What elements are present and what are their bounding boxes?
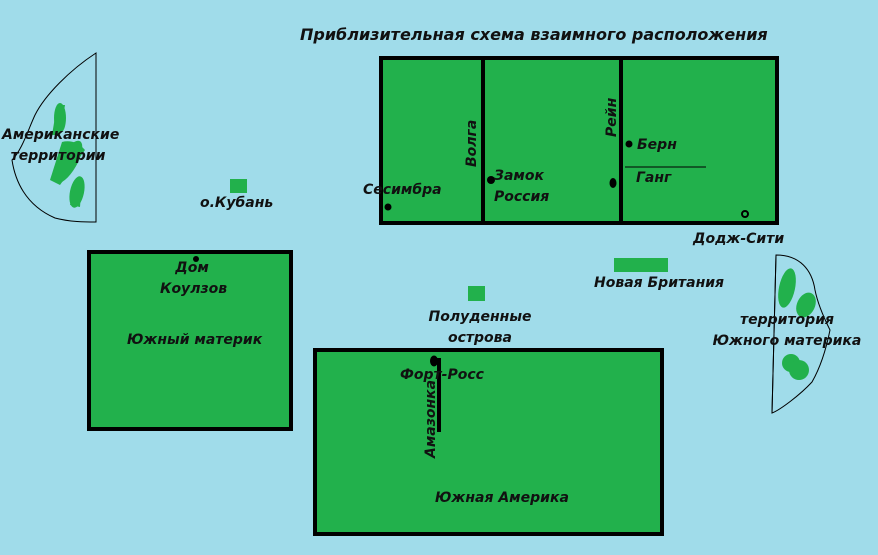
- noon-islands-label: Полуденные острова: [428, 309, 532, 346]
- new-britain-label: Новая Британия: [594, 275, 725, 291]
- american-territories-label: Американские территории: [2, 127, 120, 164]
- russia-castle-dot: [487, 176, 495, 184]
- south-mainland-territories-land-4: [789, 360, 809, 380]
- south-mainland-territories-label: территория Южного материка: [712, 312, 862, 349]
- south-mainland-territories-edge: [771, 254, 777, 414]
- kuban-island: [230, 179, 247, 193]
- kuban-label: о.Кубань: [200, 195, 274, 211]
- south-america-label: Южная Америка: [435, 490, 569, 506]
- coulson-house-label: Дом Коулзов: [160, 260, 228, 297]
- american-territories-land-2b: [53, 140, 83, 184]
- south-mainland-territories-land-2: [796, 292, 816, 318]
- coulson-house-dot: [193, 256, 199, 262]
- rhine-label: Рейн: [604, 97, 620, 137]
- american-territories-land-1b: [54, 103, 66, 133]
- ganges-label: Ганг: [636, 170, 672, 186]
- ganges-dot: [609, 178, 617, 188]
- american-territories-land-3b: [69, 176, 85, 208]
- noon-islands: [468, 286, 485, 301]
- american-territories-outline: [11, 52, 97, 223]
- dodge-city-label: Додж-Сити: [693, 231, 785, 247]
- volga-label: Волга: [464, 119, 480, 167]
- south-mainland-label: Южный материк: [127, 332, 263, 348]
- bern-dot: [625, 140, 633, 148]
- sesimbra-dot: [384, 203, 392, 211]
- amazon-label: Амазонка: [423, 379, 439, 458]
- south-america: [313, 348, 664, 536]
- map-title: Приблизительная схема взаимного располож…: [300, 25, 768, 44]
- dodge-city-dot: [741, 210, 749, 218]
- russia-castle-label: Замок Россия: [494, 168, 550, 205]
- south-mainland-territories-land-1: [778, 268, 796, 308]
- south-mainland-territories-outline: [771, 254, 831, 414]
- bern-label: Берн: [637, 137, 677, 153]
- fort-ross-label: Форт-Росс: [400, 367, 484, 383]
- north-mainland: [379, 56, 779, 225]
- sesimbra-label: Сесимбра: [363, 182, 442, 198]
- fort-ross-dot: [430, 355, 438, 367]
- south-mainland: [87, 250, 293, 431]
- new-britain-island: [614, 258, 668, 272]
